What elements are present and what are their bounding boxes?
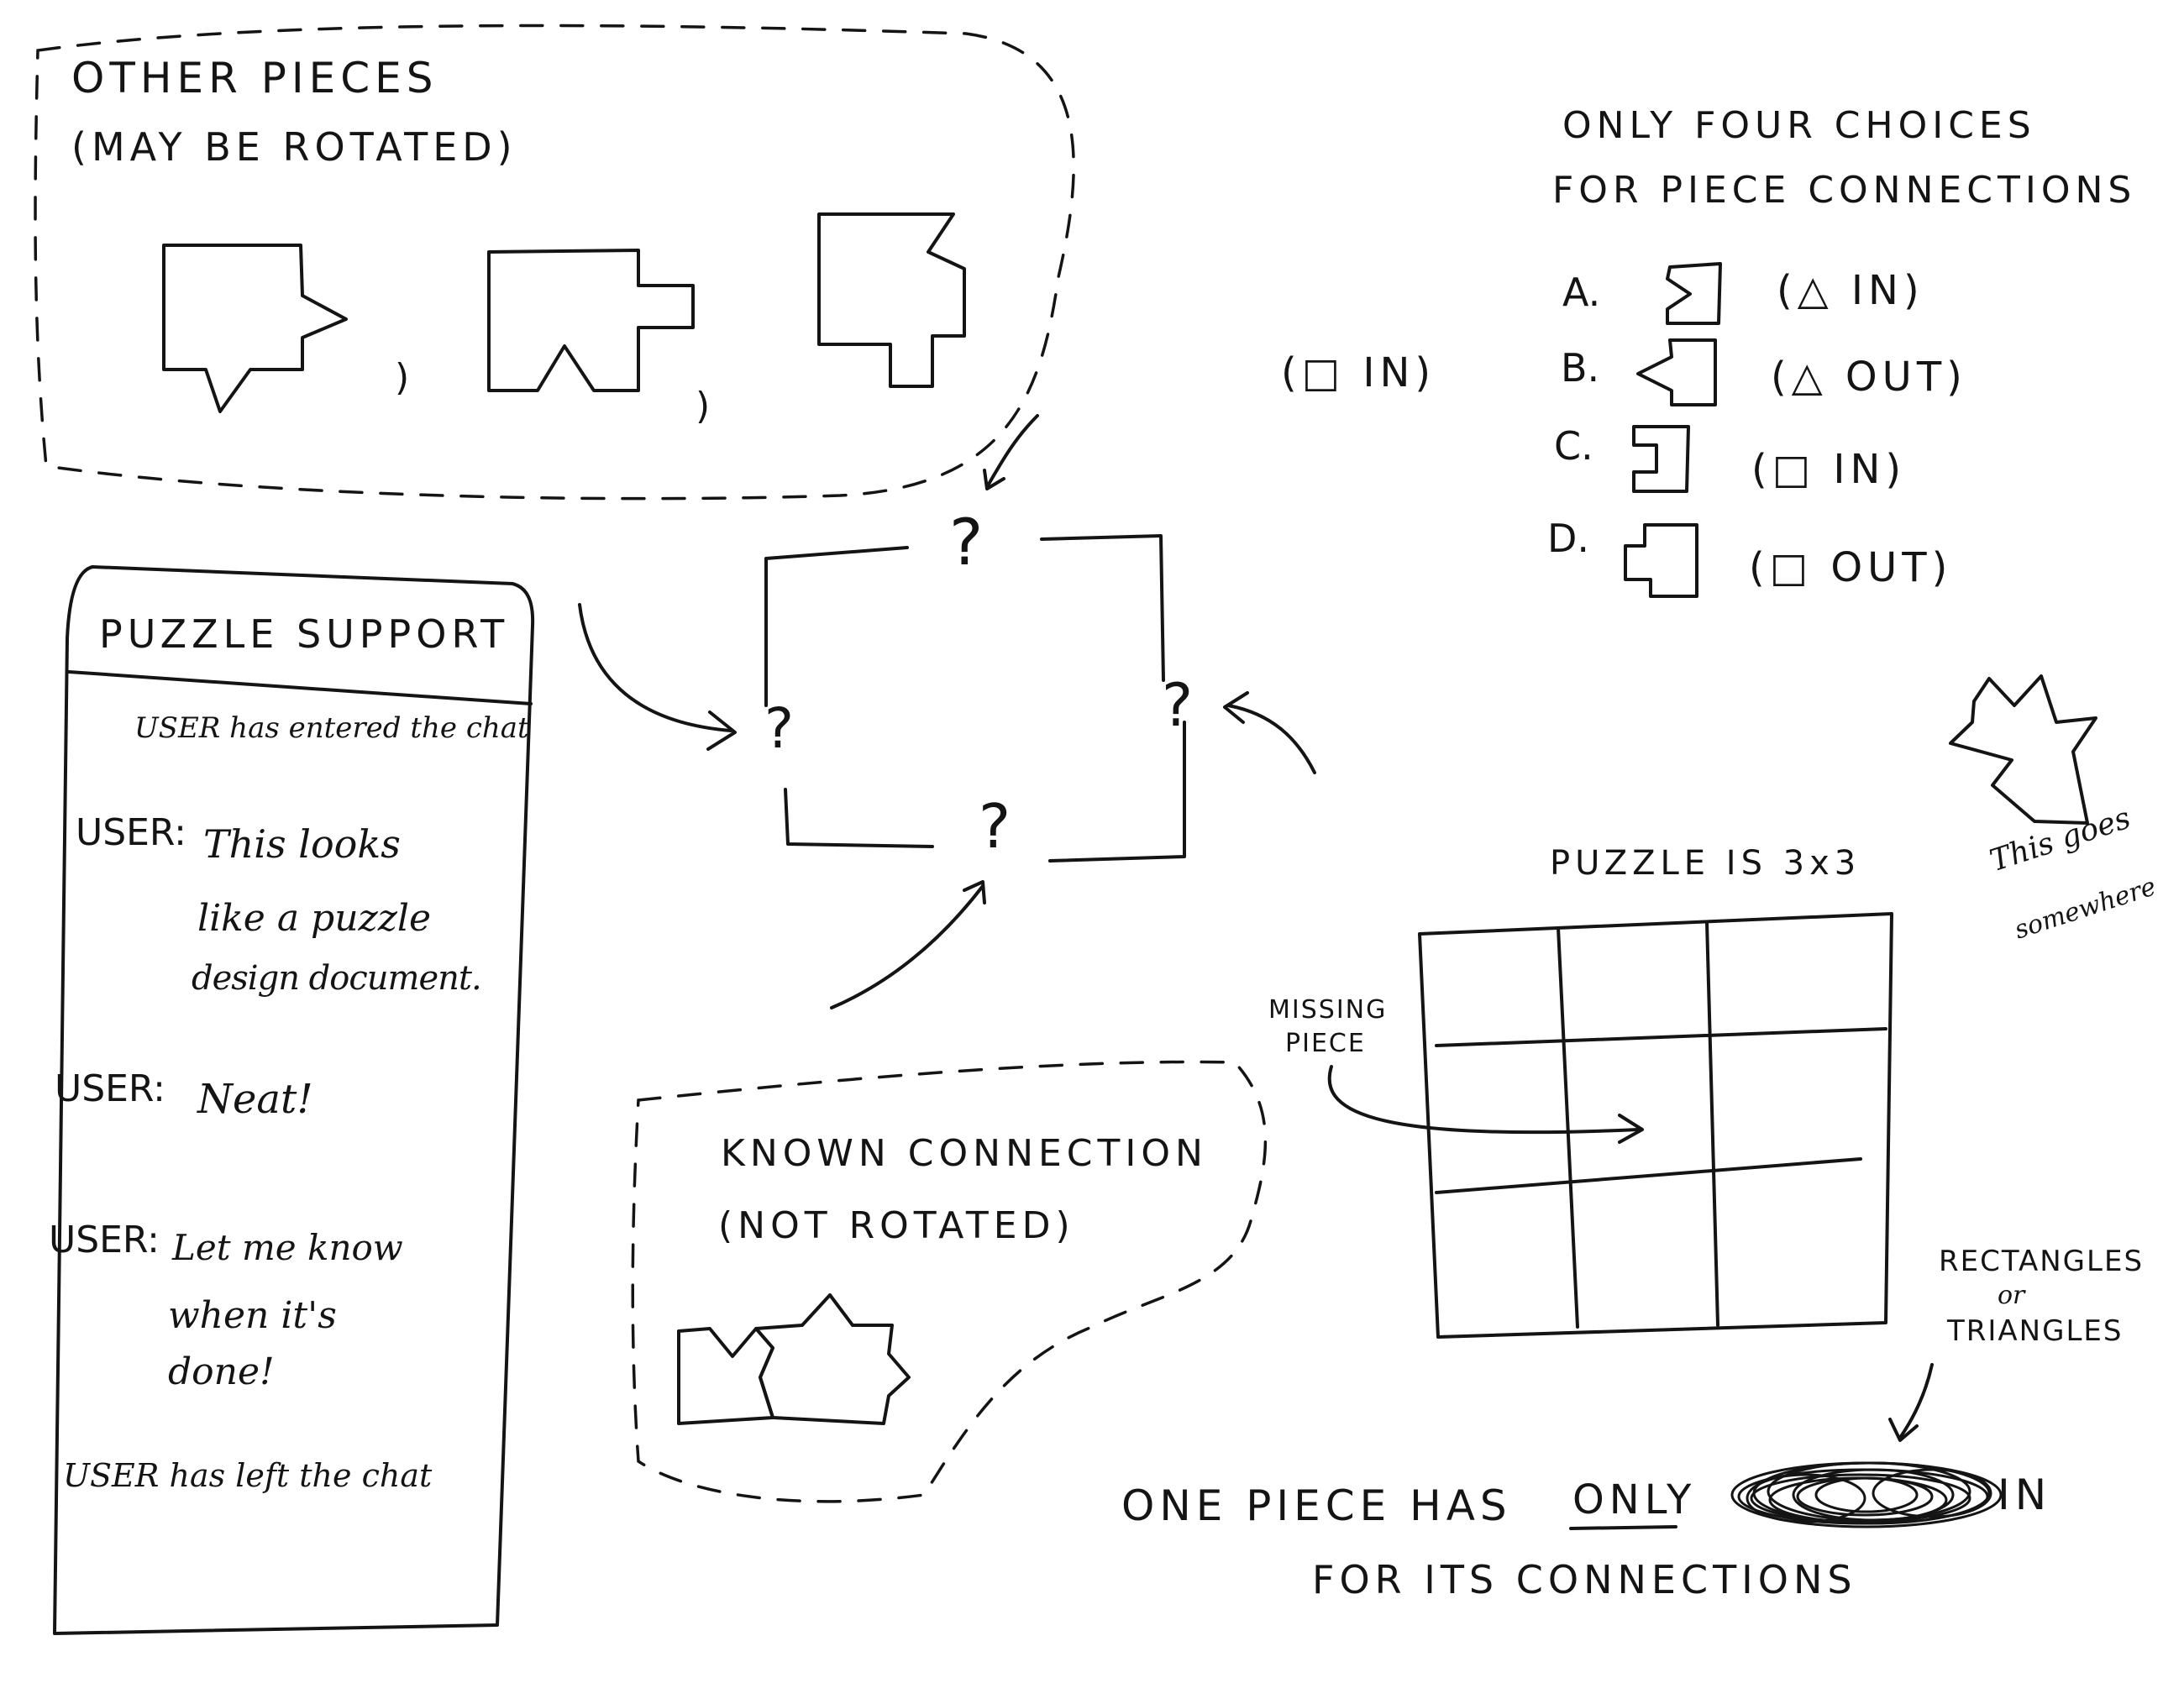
only-underline	[1569, 1525, 1677, 1530]
chat-msg3-line1: Let me know	[172, 1227, 403, 1268]
chat-entered-message: USER has entered the chat	[134, 711, 529, 745]
chat-window-frame	[53, 565, 535, 1635]
bottom-line1-in: IN	[1998, 1471, 2052, 1519]
choice-c-shape	[1632, 425, 1690, 493]
grid-hline-1	[1435, 1027, 1887, 1047]
bottom-line2: FOR ITS CONNECTIONS	[1312, 1557, 1857, 1602]
rect-tri-line1: RECTANGLES	[1939, 1245, 2145, 1278]
other-pieces-subtitle: (MAY BE ROTATED)	[71, 124, 517, 170]
known-right-piece	[754, 1293, 911, 1425]
choices-title-line-1: ONLY FOUR CHOICES	[1562, 104, 2036, 147]
choice-c-letter: C.	[1554, 423, 1593, 469]
chat-msg1-line2: like a puzzle	[197, 897, 432, 940]
scribble-mark	[1730, 1461, 2003, 1528]
rect-tri-line2: or	[1998, 1281, 2025, 1310]
chat-msg1-line1: This looks	[203, 821, 401, 867]
chat-left-message: USER has left the chat	[63, 1457, 433, 1494]
question-mark-left: ?	[764, 696, 795, 761]
choice-d-letter: D.	[1547, 516, 1590, 561]
chat-title-divider	[67, 670, 533, 705]
choices-title-line-2: FOR PIECE CONNECTIONS	[1552, 169, 2137, 212]
chat-title: PUZZLE SUPPORT	[99, 611, 510, 657]
chat-msg3-line3: done!	[168, 1350, 275, 1393]
piece-separator-2: )	[696, 385, 711, 427]
center-piece-top-right	[1040, 534, 1165, 682]
known-connection-title: KNOWN CONNECTION	[721, 1132, 1208, 1175]
piece-separator-1: )	[395, 356, 410, 399]
grid-title: PUZZLE IS 3x3	[1550, 844, 1861, 883]
other-pieces-cloud	[34, 24, 1075, 501]
other-pieces-title: OTHER PIECES	[71, 54, 438, 102]
arrow-from-known-head	[963, 880, 986, 904]
chat-msg3-name: USER:	[49, 1219, 160, 1261]
missing-piece-label-line2: PIECE	[1285, 1029, 1366, 1058]
known-connection-subtitle: (NOT ROTATED)	[718, 1204, 1075, 1247]
choice-a-letter: A.	[1562, 270, 1601, 315]
grid-vline-2	[1705, 920, 1719, 1327]
chat-msg1-name: USER:	[76, 811, 186, 854]
known-connection-cloud	[631, 1060, 1268, 1503]
question-mark-right: ?	[1162, 671, 1194, 740]
missing-piece-arrow	[1327, 1065, 1640, 1135]
choice-b-shape	[1636, 338, 1717, 406]
piece-1-shape	[162, 244, 348, 413]
center-piece-bottom-right	[1048, 721, 1186, 862]
grid-outline	[1418, 912, 1893, 1339]
center-piece-top-left	[764, 546, 909, 707]
grid-hline-2	[1435, 1157, 1862, 1194]
choice-d-note: (□ OUT)	[1749, 544, 1953, 591]
arrow-from-chat	[578, 603, 732, 732]
piece-3-shape	[817, 212, 966, 388]
arrow-from-known	[830, 884, 984, 1009]
missing-piece-arrow-head	[1618, 1114, 1644, 1144]
rect-tri-line3: TRIANGLES	[1947, 1314, 2124, 1348]
chat-msg1-line3: design document.	[192, 959, 482, 998]
choices-side-note: (□ IN)	[1281, 349, 1436, 396]
chat-msg2-line1: Neat!	[197, 1076, 313, 1123]
arrow-from-other-pieces	[985, 414, 1039, 489]
chat-msg3-line2: when it's	[168, 1294, 337, 1337]
choice-a-note: (△ IN)	[1777, 267, 1924, 314]
center-piece-bottom-left	[784, 788, 934, 848]
arrow-from-chat-head	[706, 710, 737, 751]
missing-piece-label-line1: MISSING	[1268, 995, 1388, 1025]
choice-a-shape	[1666, 262, 1722, 325]
question-mark-top: ?	[949, 505, 984, 579]
chat-msg2-name: USER:	[55, 1067, 165, 1110]
bottom-line1-only: ONLY	[1572, 1476, 1697, 1523]
choice-b-letter: B.	[1561, 345, 1600, 391]
rect-tri-arrow	[1898, 1363, 1934, 1439]
arrow-from-grid-head	[1223, 691, 1249, 724]
arrow-from-other-pieces-head	[983, 469, 1005, 490]
arrow-from-grid	[1226, 704, 1316, 774]
known-left-piece	[677, 1327, 774, 1425]
choice-b-note: (△ OUT)	[1771, 354, 1967, 401]
rect-tri-arrow-head	[1888, 1418, 1919, 1442]
bottom-line1-start: ONE PIECE HAS	[1121, 1481, 1512, 1530]
piece-2-shape	[487, 249, 695, 392]
question-mark-bottom: ?	[979, 791, 1011, 862]
extra-piece-shape	[1949, 674, 2097, 825]
choice-d-shape	[1624, 523, 1698, 598]
grid-vline-1	[1557, 926, 1579, 1329]
choice-c-note: (□ IN)	[1751, 446, 1907, 493]
